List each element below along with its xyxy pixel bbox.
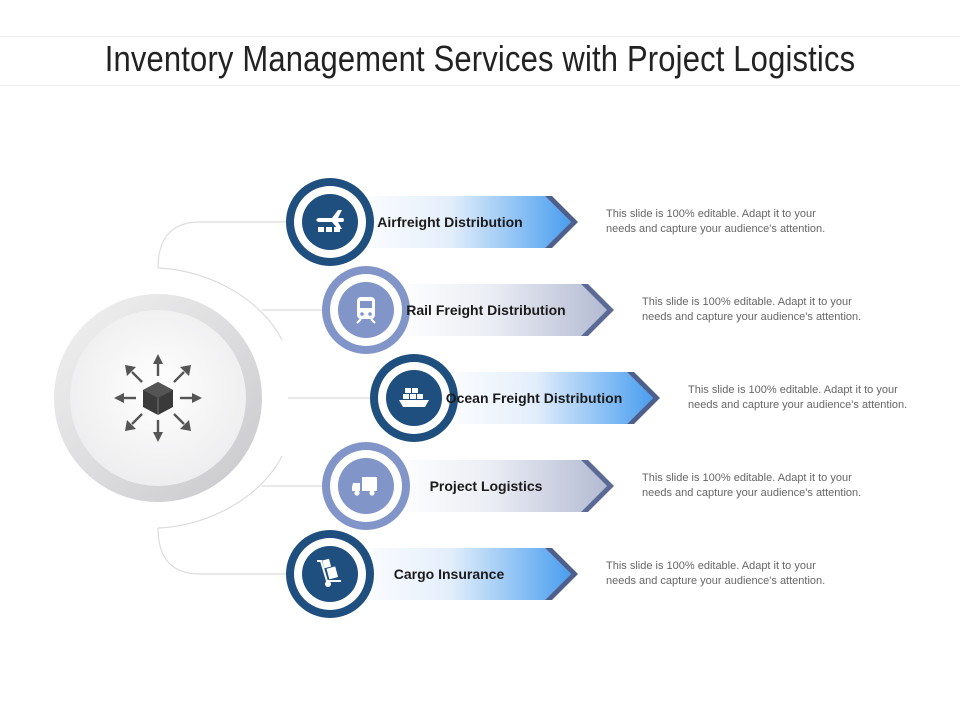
item-project-logistics [322, 442, 614, 530]
item-label-rail-freight: Rail Freight Distribution [406, 302, 566, 318]
delivery-truck-icon [352, 477, 377, 496]
connector-lines [157, 221, 378, 575]
hand-truck-boxes-icon [317, 558, 341, 587]
train-icon [356, 297, 376, 324]
item-label-ocean-freight: Ocean Freight Distribution [445, 390, 623, 406]
item-description-cargo-insurance: This slide is 100% editable. Adapt it to… [606, 560, 826, 587]
item-label-cargo-insurance: Cargo Insurance [393, 566, 505, 582]
airplane-cargo-icon [316, 210, 344, 232]
item-airfreight [286, 178, 578, 266]
item-description-project-logistics: This slide is 100% editable. Adapt it to… [642, 472, 862, 499]
item-description-airfreight: This slide is 100% editable. Adapt it to… [606, 208, 826, 235]
cargo-ship-icon [399, 388, 429, 407]
item-label-airfreight: Airfreight Distribution [377, 214, 523, 230]
item-description-rail-freight: This slide is 100% editable. Adapt it to… [642, 296, 862, 323]
title-band [0, 36, 960, 86]
item-label-project-logistics: Project Logistics [429, 478, 543, 494]
page-title: Inventory Management Services with Proje… [104, 38, 856, 79]
box-with-outward-arrows-icon [114, 354, 202, 442]
item-description-ocean-freight: This slide is 100% editable. Adapt it to… [688, 384, 908, 411]
